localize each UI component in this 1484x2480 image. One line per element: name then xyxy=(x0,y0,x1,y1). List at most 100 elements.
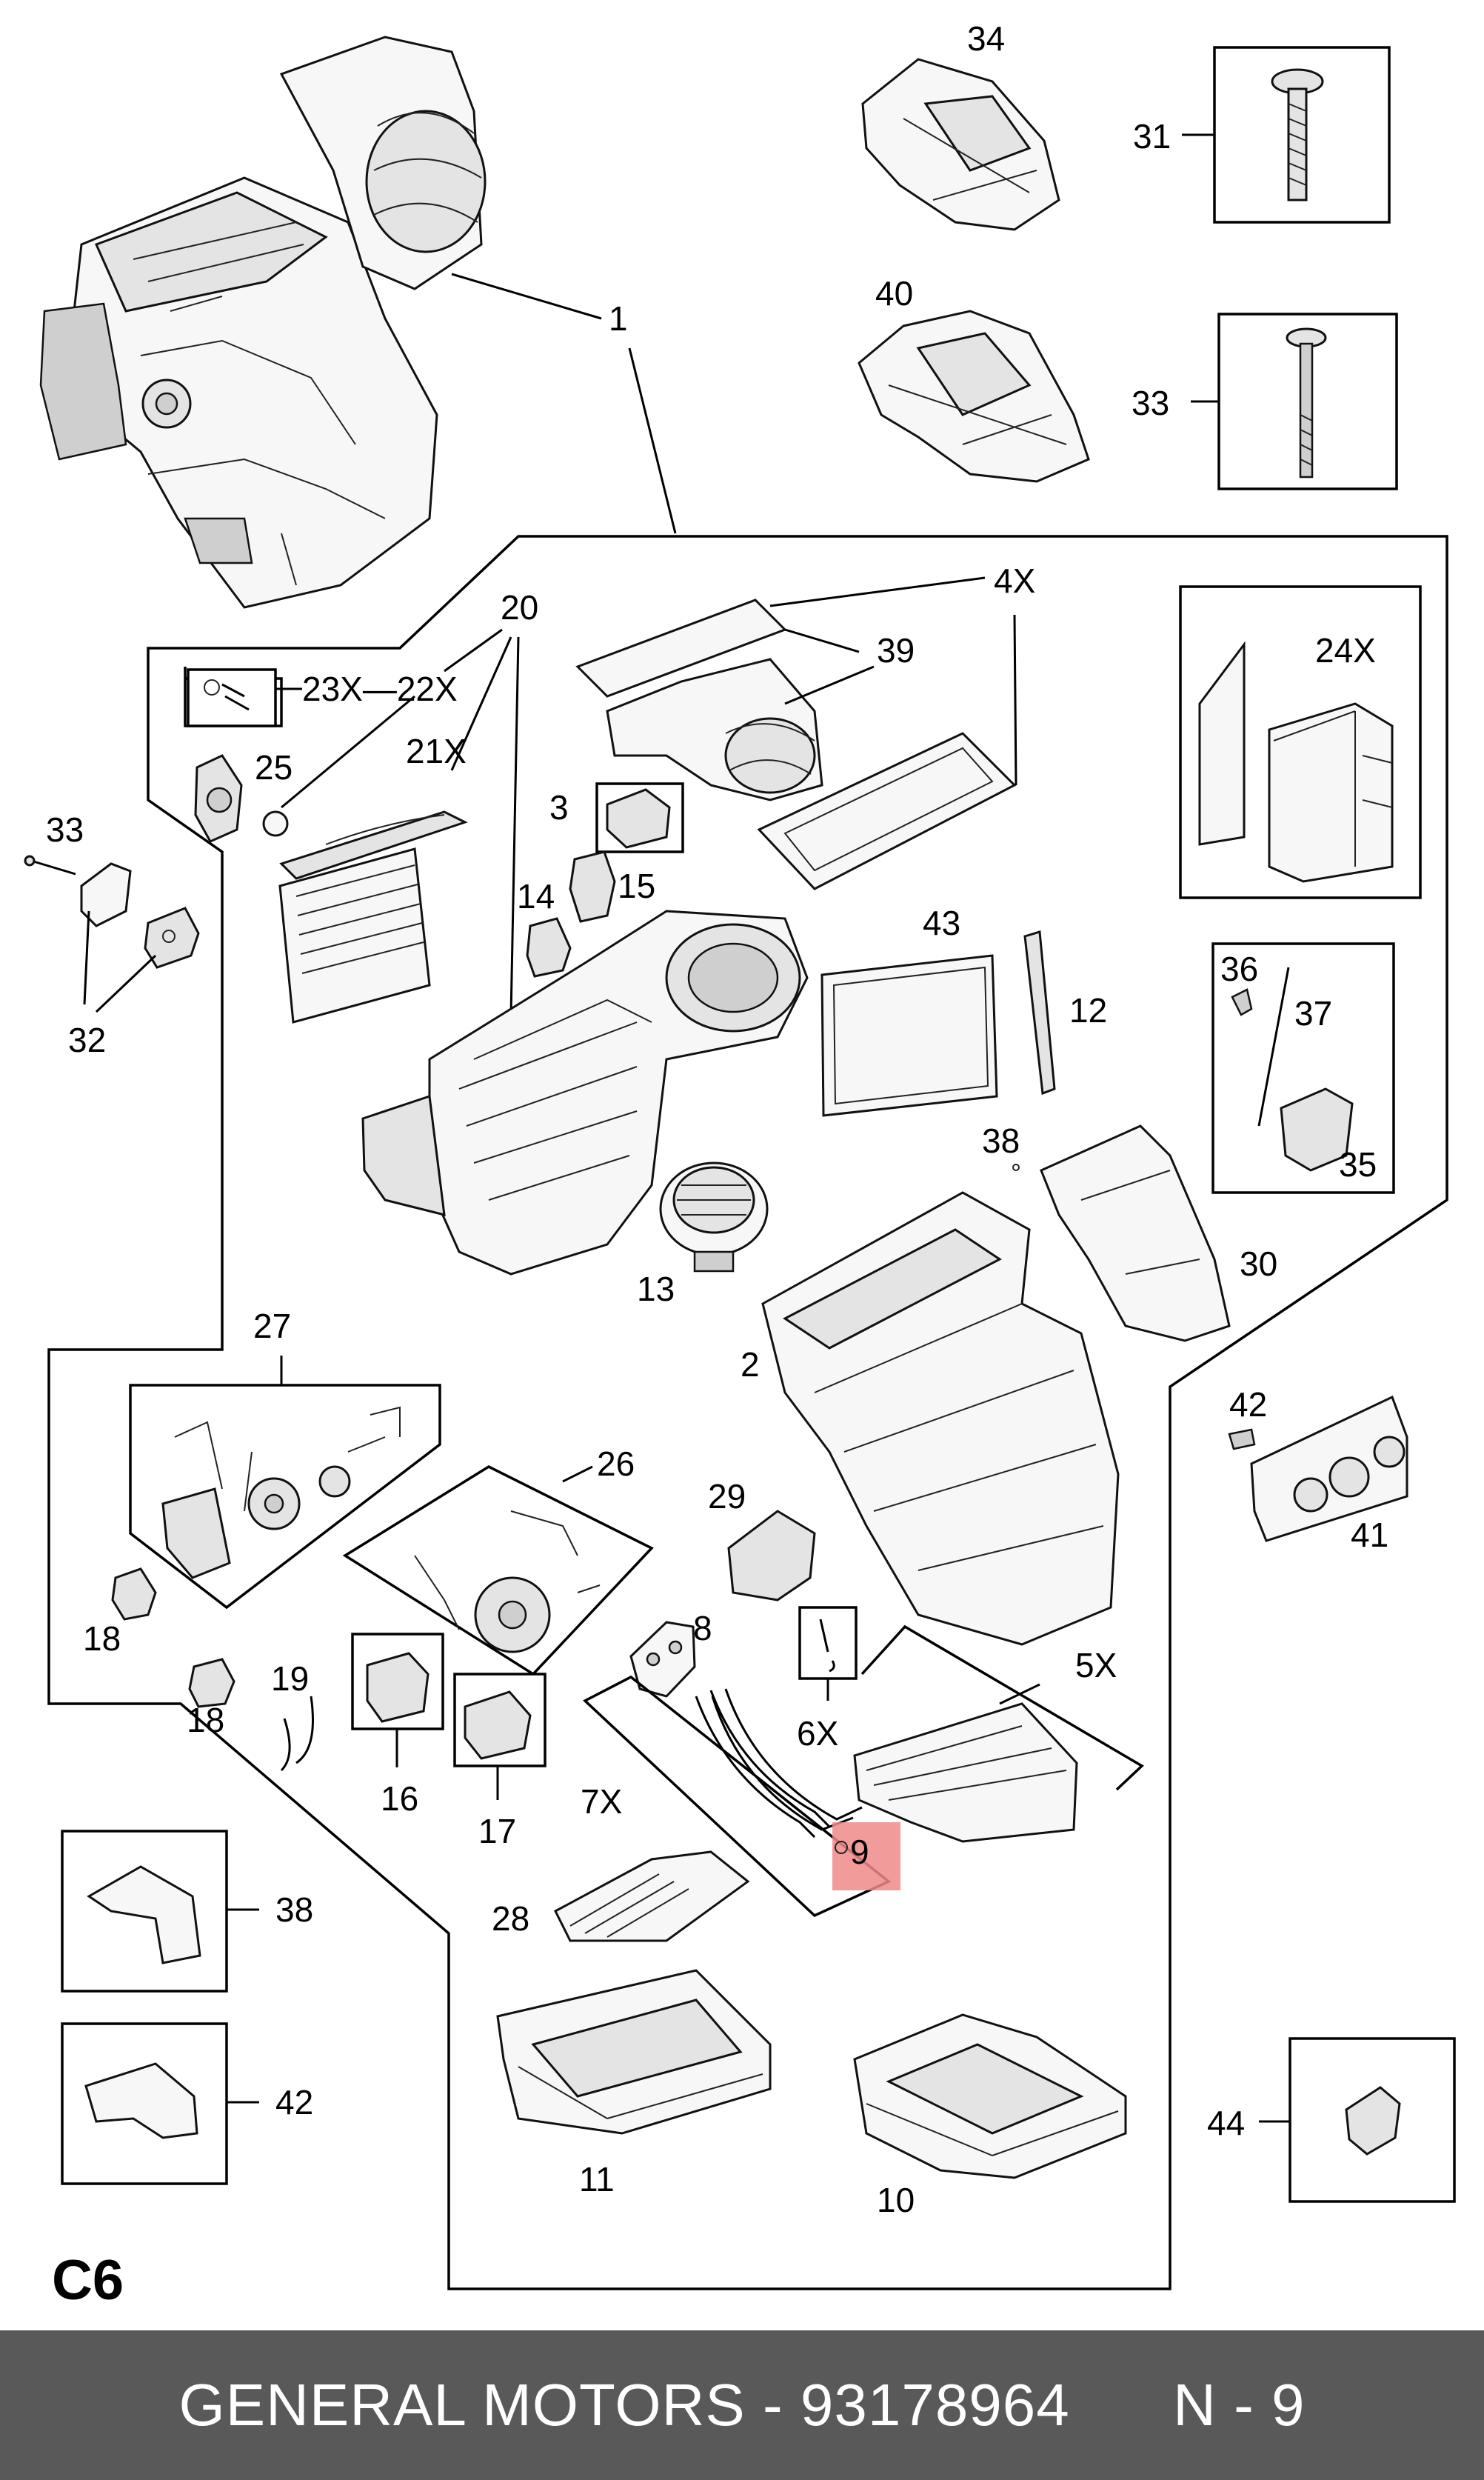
callout-37: 37 xyxy=(1294,994,1332,1033)
o-ring-9 xyxy=(835,1841,848,1854)
clip-6x xyxy=(819,1619,835,1673)
linkage-kit-27-frame xyxy=(129,1384,441,1610)
linkage-parts-26 xyxy=(414,1510,601,1653)
leader-20a xyxy=(444,628,503,673)
hvac-module-assembly xyxy=(39,36,487,609)
footer-bar: GENERAL MOTORS - 93178964 N - 9 xyxy=(0,2330,1484,2480)
callout-1: 1 xyxy=(609,299,628,338)
leader-4x-a xyxy=(769,576,986,607)
actuator-35 xyxy=(1280,1087,1354,1172)
callout-7x: 7X xyxy=(581,1782,622,1821)
callout-9: 9 xyxy=(850,1833,869,1871)
callout-25: 25 xyxy=(255,748,293,787)
leader-39a xyxy=(784,628,860,653)
clip-42 xyxy=(84,2062,198,2139)
leader-4x-b xyxy=(1013,614,1017,786)
callout-24x: 24X xyxy=(1315,631,1376,670)
heater-pipes-7x xyxy=(695,1688,863,1839)
heater-core-28 xyxy=(554,1850,750,1942)
section-code: C6 xyxy=(52,2249,124,2312)
leader-20d xyxy=(509,636,520,1016)
resistor-15 xyxy=(569,850,616,923)
leader-20b xyxy=(281,695,415,809)
sensor-18b xyxy=(188,1658,235,1708)
callout-22x: 23X—22X xyxy=(302,670,458,708)
callout-5x: 5X xyxy=(1075,1646,1117,1684)
actuator-3 xyxy=(606,788,671,849)
heater-core-5x-frame xyxy=(860,1624,1144,1791)
callout-38-top: 38 xyxy=(982,1121,1020,1160)
callout-18b: 18 xyxy=(187,1701,224,1739)
leader-20c xyxy=(450,636,512,771)
bracket-32 xyxy=(80,862,200,969)
callout-12: 12 xyxy=(1069,991,1107,1030)
callout-38-bottom: 38 xyxy=(275,1890,313,1929)
leader-32b xyxy=(95,954,157,1013)
filter-4x xyxy=(757,732,1017,890)
bracket-38 xyxy=(87,1865,201,1964)
leader-32a xyxy=(83,910,90,1005)
callout-21x: 21X xyxy=(406,732,467,770)
callout-36: 36 xyxy=(1220,950,1258,988)
callout-15: 15 xyxy=(618,867,655,905)
linkage-parts-27 xyxy=(161,1406,401,1579)
leader-1b xyxy=(628,347,677,534)
bolt-33 xyxy=(1286,327,1327,479)
footer-text: GENERAL MOTORS - 93178964 N - 9 xyxy=(178,2372,1306,2438)
callout-28: 28 xyxy=(492,1899,529,1938)
actuator-29 xyxy=(727,1510,816,1601)
leader-39b xyxy=(784,665,875,705)
duct-30 xyxy=(1040,1124,1231,1342)
clips-6x-box xyxy=(798,1606,858,1680)
exploded-parts-diagram: 1 34 40 31 33 4X 39 xyxy=(24,19,1456,2312)
actuator-17 xyxy=(464,1690,532,1760)
callout-41: 41 xyxy=(1351,1516,1388,1554)
callout-44: 44 xyxy=(1207,2104,1245,2142)
callout-30: 30 xyxy=(1240,1244,1277,1283)
leader-5x xyxy=(999,1683,1040,1705)
filter-24x xyxy=(1198,641,1394,883)
tool-box-23x xyxy=(187,668,277,727)
bracket-38-box xyxy=(61,1830,228,1993)
callout-8: 8 xyxy=(693,1609,712,1647)
sensor-18a xyxy=(111,1567,157,1621)
duct-40 xyxy=(858,310,1090,483)
duct-34 xyxy=(861,58,1060,231)
callout-29: 29 xyxy=(708,1477,746,1516)
callout-27: 27 xyxy=(253,1307,291,1345)
callout-34: 34 xyxy=(967,19,1005,58)
blower-motor-13 xyxy=(659,1161,769,1273)
control-panel-41 xyxy=(1250,1395,1408,1542)
highlight-part-9 xyxy=(832,1822,900,1890)
filter-43 xyxy=(820,954,998,1117)
callout-20: 20 xyxy=(501,588,538,627)
callout-31: 31 xyxy=(1133,117,1171,156)
clip-44 xyxy=(1345,2086,1401,2156)
assembly-frame xyxy=(47,535,1448,2290)
callout-4x: 4X xyxy=(994,561,1035,600)
hvac-housing xyxy=(361,910,809,1276)
callout-35: 35 xyxy=(1339,1145,1377,1184)
callout-42-top: 42 xyxy=(1229,1385,1267,1424)
callout-33-left: 33 xyxy=(46,810,84,849)
rod-37 xyxy=(1257,967,1290,1127)
housing-lower-2 xyxy=(761,1191,1120,1646)
callout-10: 10 xyxy=(877,2181,915,2219)
callout-3: 3 xyxy=(549,788,569,827)
callout-40: 40 xyxy=(875,274,913,313)
lower-housing-10 xyxy=(853,2013,1127,2179)
callout-2: 2 xyxy=(741,1345,760,1384)
callout-16: 16 xyxy=(381,1779,418,1818)
wire-19 xyxy=(280,1696,314,1772)
callout-43: 43 xyxy=(923,904,960,942)
bolt-33-left xyxy=(24,855,76,876)
seal-duct-39 xyxy=(575,599,823,801)
valve-25 xyxy=(194,754,289,843)
screw-31 xyxy=(1271,68,1324,201)
callout-39: 39 xyxy=(877,631,915,670)
callout-14: 14 xyxy=(517,877,555,916)
seal-strip-12 xyxy=(1023,930,1056,1096)
leader-26 xyxy=(562,1465,593,1483)
screw-36 xyxy=(1231,988,1253,1016)
callout-13: 13 xyxy=(637,1270,675,1308)
